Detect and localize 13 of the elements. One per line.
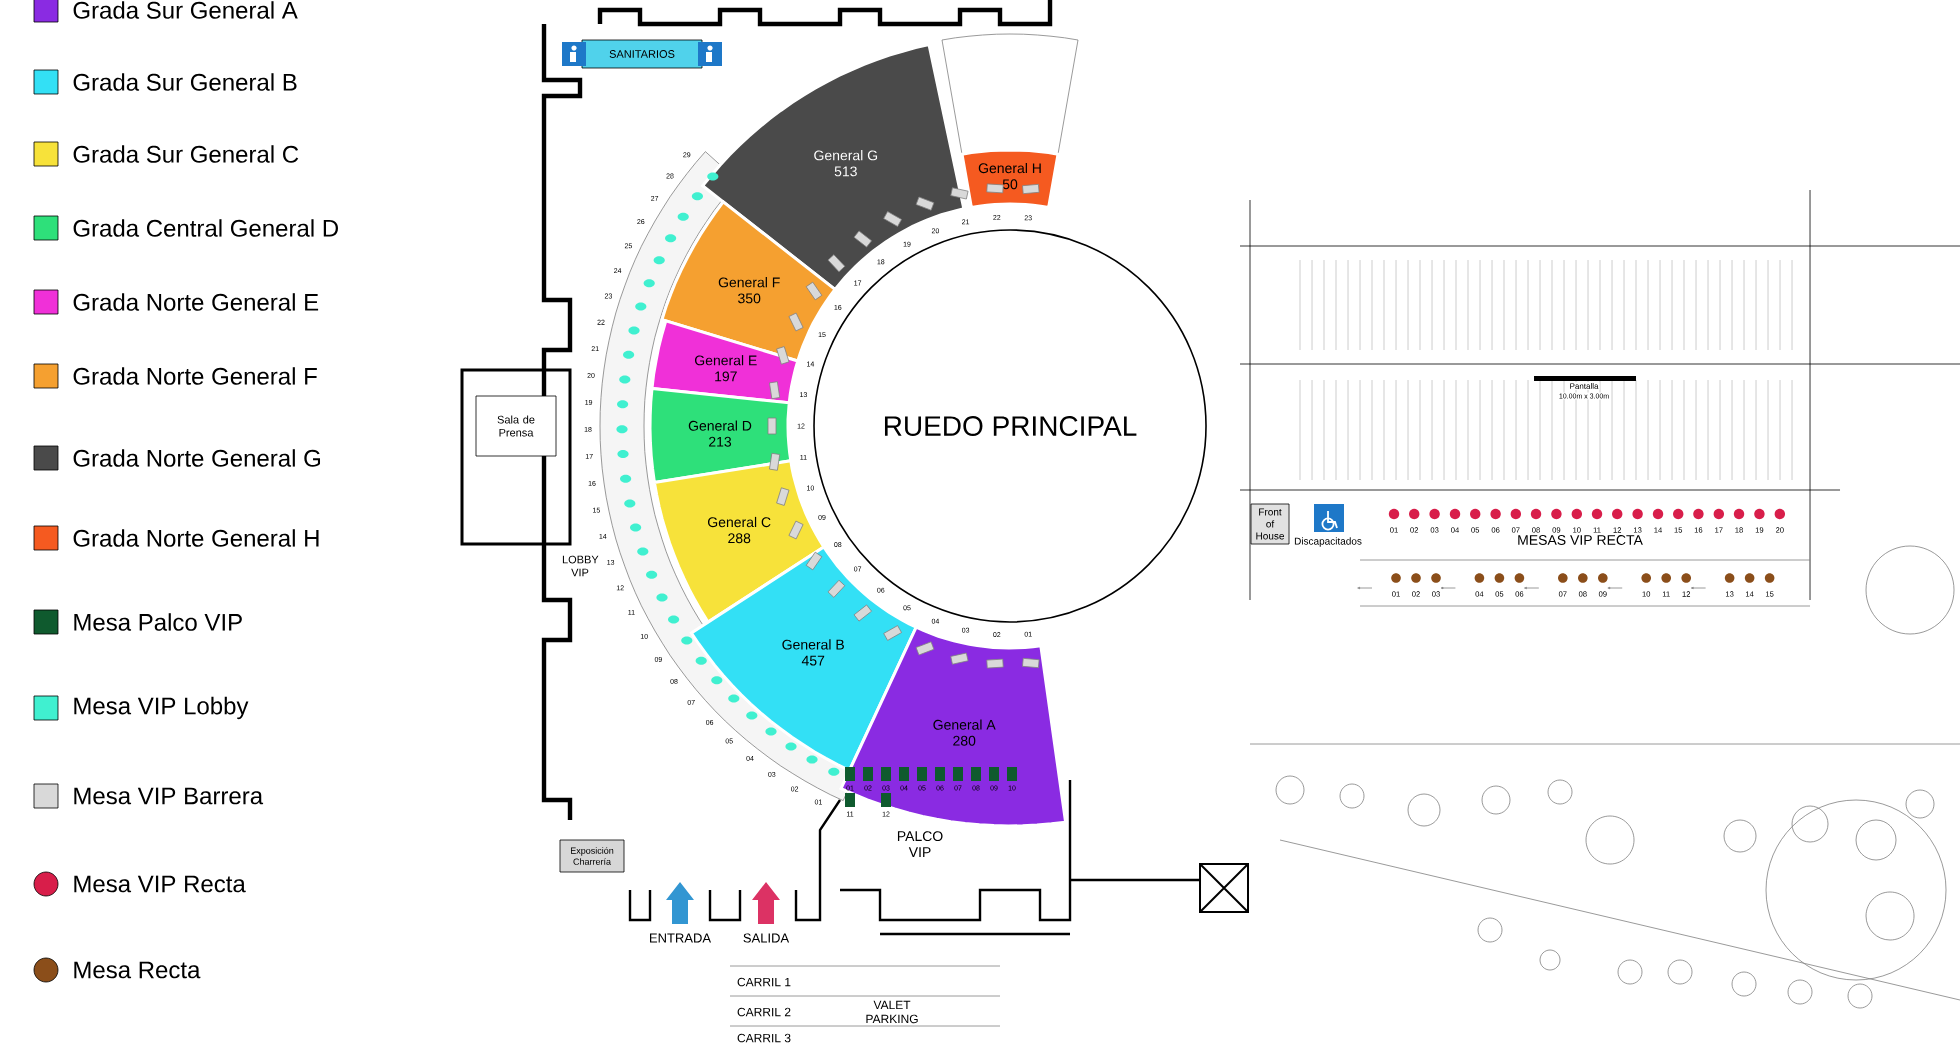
legend-label: Grada Norte General E [73,293,319,311]
legend-label: Mesa Recta [74,961,201,979]
legend-label: Grada Norte General G [73,449,320,467]
legend-label: Grada Sur General A [73,1,298,19]
legend-label: Grada Central General D [73,219,338,237]
legend-label: Mesa VIP Recta [74,875,246,893]
legend-label: Mesa VIP Lobby [74,696,249,720]
legend-label: Grada Sur General B [73,73,297,91]
legend-label: Grada Sur General C [73,145,299,163]
legend-label: Mesa VIP Barrera [74,787,264,805]
legend-label: Mesa Palco VIP [74,613,242,631]
legend-label: Grada Norte General F [73,367,317,385]
legend-label: Grada Norte General H [73,529,319,547]
